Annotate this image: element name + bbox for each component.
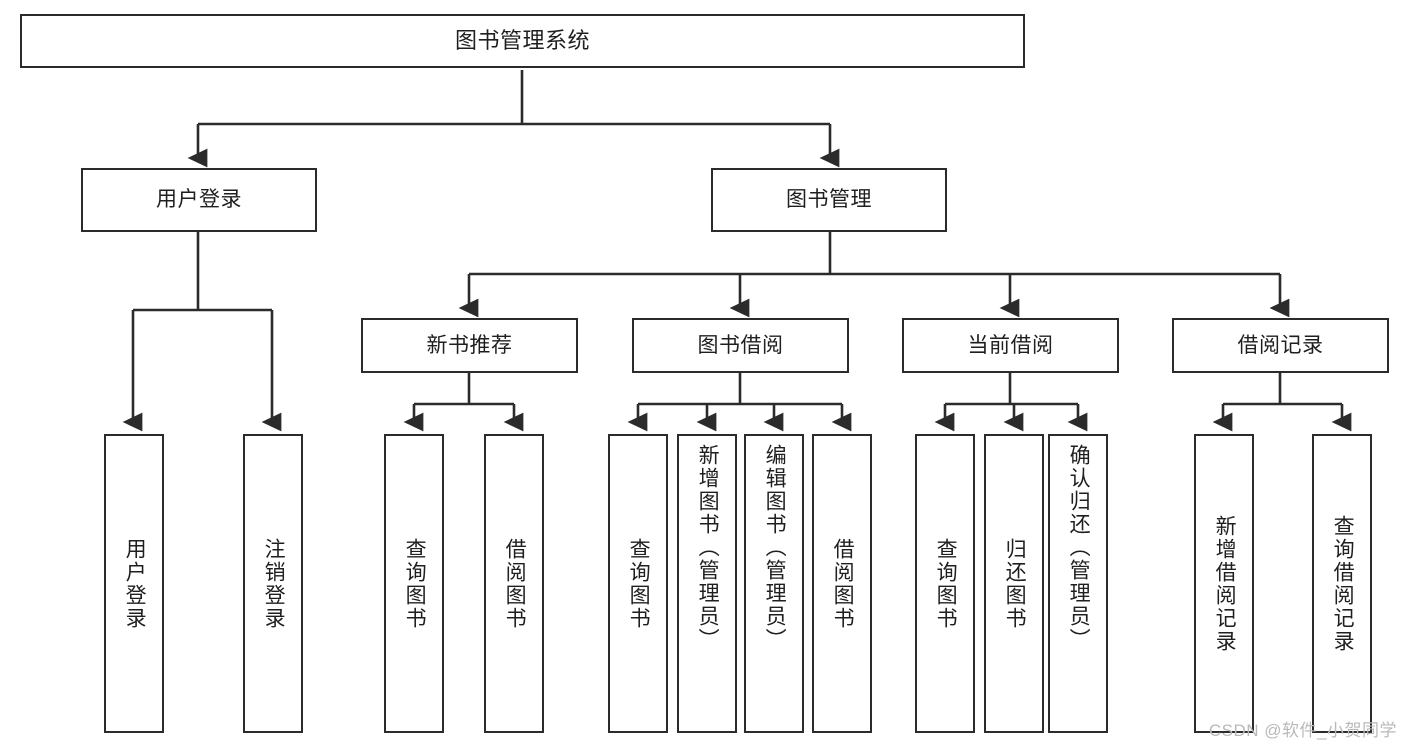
node-label: 查询图书 <box>627 537 651 630</box>
leaf-book-borrow-add-book-admin[interactable]: 新增图书（管理员） <box>677 434 737 733</box>
node-label: 借阅图书 <box>503 537 527 630</box>
leaf-user-login-logout[interactable]: 注销登录 <box>243 434 303 733</box>
node-label: 查询借阅记录 <box>1331 514 1355 653</box>
node-label: 查询图书 <box>403 537 427 630</box>
node-new-book-recommend[interactable]: 新书推荐 <box>361 318 578 373</box>
node-label: 新书推荐 <box>426 333 513 357</box>
leaf-book-borrow-edit-book-admin[interactable]: 编辑图书（管理员） <box>744 434 804 733</box>
node-label: 注销登录 <box>262 537 286 630</box>
node-label: 用户登录 <box>123 537 147 630</box>
leaf-new-book-borrow-book[interactable]: 借阅图书 <box>484 434 544 733</box>
leaf-current-borrow-confirm-return-admin[interactable]: 确认归还（管理员） <box>1048 434 1108 733</box>
node-label: 新增图书（管理员） <box>696 444 720 651</box>
node-label: 图书管理 <box>786 188 872 212</box>
leaf-current-borrow-return-book[interactable]: 归还图书 <box>984 434 1044 733</box>
node-book-borrow[interactable]: 图书借阅 <box>632 318 849 373</box>
node-label: 用户登录 <box>156 188 242 212</box>
node-current-borrow[interactable]: 当前借阅 <box>902 318 1119 373</box>
leaf-borrow-record-query-record[interactable]: 查询借阅记录 <box>1312 434 1372 733</box>
node-book-management[interactable]: 图书管理 <box>711 168 947 232</box>
leaf-book-borrow-borrow-book[interactable]: 借阅图书 <box>812 434 872 733</box>
node-label: 查询图书 <box>934 537 958 630</box>
leaf-new-book-query-book[interactable]: 查询图书 <box>384 434 444 733</box>
leaf-borrow-record-add-record[interactable]: 新增借阅记录 <box>1194 434 1254 733</box>
node-label: 新增借阅记录 <box>1213 514 1237 653</box>
node-label: 当前借阅 <box>967 333 1054 357</box>
leaf-user-login-login[interactable]: 用户登录 <box>104 434 164 733</box>
node-user-login[interactable]: 用户登录 <box>81 168 317 232</box>
node-borrow-record[interactable]: 借阅记录 <box>1172 318 1389 373</box>
leaf-book-borrow-query-book[interactable]: 查询图书 <box>608 434 668 733</box>
node-label: 确认归还（管理员） <box>1067 444 1091 651</box>
node-label: 借阅图书 <box>831 537 855 630</box>
node-label: 图书借阅 <box>697 333 784 357</box>
node-label: 借阅记录 <box>1237 333 1324 357</box>
node-label: 归还图书 <box>1003 537 1027 630</box>
watermark-text: CSDN @软件_小贺同学 <box>1208 721 1397 740</box>
leaf-current-borrow-query-book[interactable]: 查询图书 <box>915 434 975 733</box>
node-label: 图书管理系统 <box>454 27 590 53</box>
node-root-book-management-system[interactable]: 图书管理系统 <box>20 14 1025 68</box>
node-label: 编辑图书（管理员） <box>763 444 787 651</box>
